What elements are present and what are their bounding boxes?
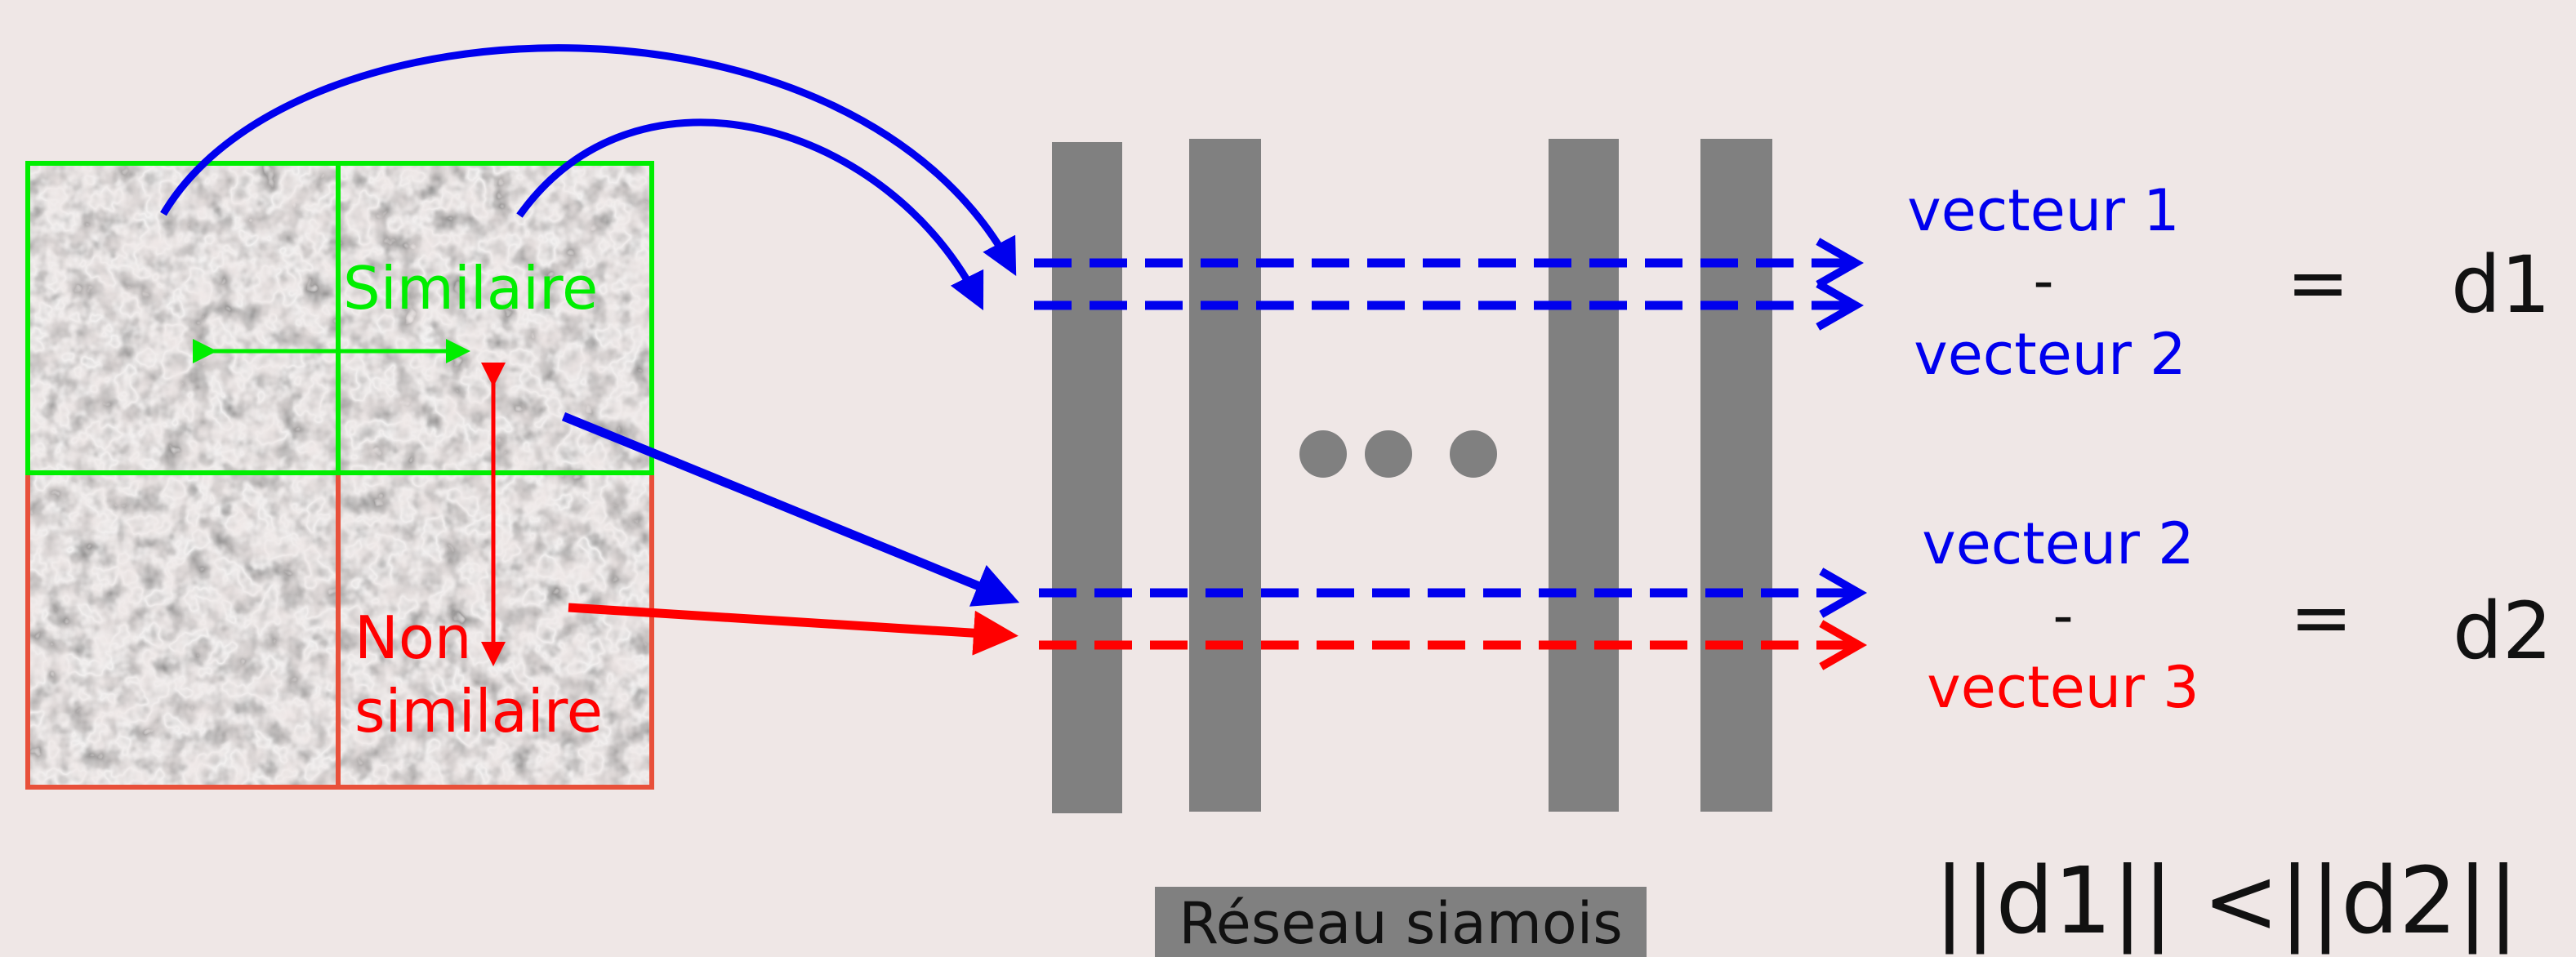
input-arrow-patch-2b	[561, 412, 1020, 607]
ellipsis-dot-1	[1299, 430, 1347, 478]
network-layer-3	[1549, 139, 1619, 812]
pair-2-equation: vecteur 2 - vecteur 3 = d2	[1922, 510, 2552, 721]
pair1-top-vector: vecteur 1	[1907, 177, 2179, 244]
input-arrow-patch-2	[516, 118, 984, 311]
similar-label: Similaire	[343, 254, 598, 323]
ellipsis-dot-2	[1365, 430, 1412, 478]
ellipsis-dot-3	[1450, 430, 1497, 478]
texture-patch-top-left	[28, 163, 338, 470]
pair2-top-vector: vecteur 2	[1922, 510, 2194, 577]
pair1-bottom-vector: vecteur 2	[1914, 321, 2186, 388]
texture-patch-bottom-left	[28, 475, 338, 787]
siamese-network: Réseau siamois	[1052, 139, 1772, 957]
pair2-operator: -	[2052, 582, 2073, 649]
network-label: Réseau siamois	[1179, 890, 1622, 957]
network-layer-2	[1189, 139, 1261, 812]
input-arrow-patch-3	[568, 603, 1018, 656]
pair2-equals: =	[2289, 574, 2352, 661]
ellipsis-dots	[1299, 430, 1497, 478]
embedding-arrows	[1034, 238, 1867, 670]
pair1-operator: -	[2033, 247, 2053, 314]
patch-grid: Similaire Non similaire	[25, 161, 654, 790]
distance-inequality: ||d1|| <||d2||	[1934, 848, 2519, 955]
input-arrows	[160, 44, 1020, 656]
network-layer-1	[1052, 142, 1122, 813]
pair1-result: d1	[2451, 239, 2551, 331]
pair2-bottom-vector: vecteur 3	[1927, 654, 2199, 721]
pair-1-equation: vecteur 1 - vecteur 2 = d1	[1907, 177, 2551, 388]
network-layer-4	[1700, 139, 1772, 812]
network-label-background	[1155, 887, 1647, 957]
dissimilar-label-line2: similaire	[354, 677, 603, 746]
dissimilar-label-line1: Non	[354, 603, 472, 672]
input-arrow-patch-1	[160, 44, 1017, 276]
pair1-equals: =	[2286, 239, 2349, 327]
pair2-result: d2	[2453, 585, 2552, 677]
